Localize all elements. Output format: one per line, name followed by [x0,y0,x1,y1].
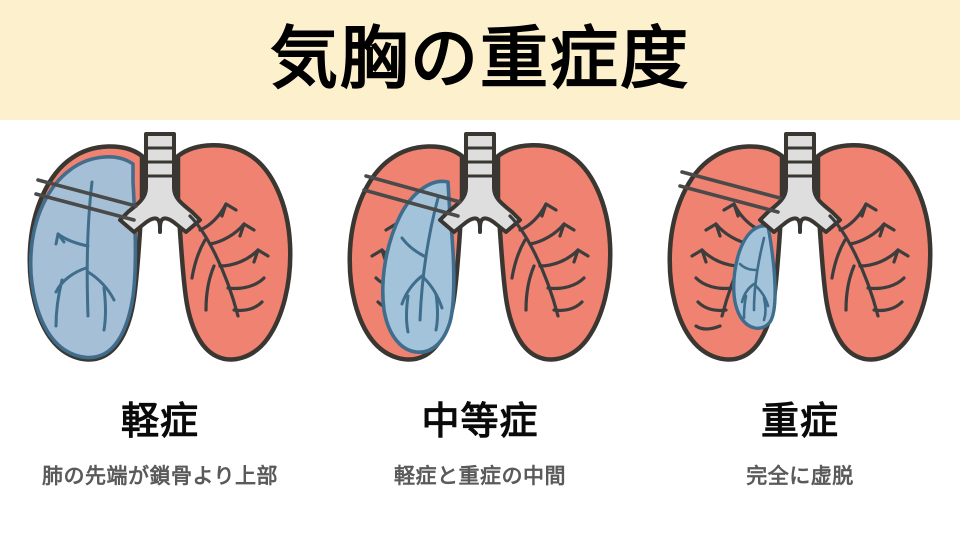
lungs-mild-figure [0,120,320,390]
title-banner: 気胸の重症度 [0,0,960,120]
severity-label-mild: 軽症 [120,399,199,443]
severity-description-severe: 完全に虚脱 [746,464,854,488]
severity-label-severe: 重症 [760,399,839,443]
bronchi-right [188,202,270,318]
trachea [758,132,842,234]
healthy-lung-right [495,143,613,362]
lungs-moderate-figure [320,120,640,390]
healthy-lung-right [815,143,933,362]
severity-panels: 軽症 肺の先端が鎖骨より上部 [0,120,960,540]
lungs-severe-figure [640,120,960,390]
clavicle-lines [34,178,138,222]
bronchi-right [508,202,590,318]
bronchi-collapsed-severe [738,236,770,322]
page-title: 気胸の重症度 [269,20,690,99]
healthy-lung-right [175,143,293,362]
trachea [118,132,202,234]
severity-description-moderate: 軽症と重症の中間 [394,464,566,488]
severity-panel-moderate: 中等症 軽症と重症の中間 [320,120,640,540]
severity-panel-mild: 軽症 肺の先端が鎖骨より上部 [0,120,320,540]
clavicle-lines [678,170,782,214]
trachea [438,132,522,234]
severity-label-moderate: 中等症 [421,399,539,443]
bronchi-right [828,202,910,318]
clavicle-lines [362,174,462,218]
severity-panel-severe: 重症 完全に虚脱 [640,120,960,540]
severity-description-mild: 肺の先端が鎖骨より上部 [41,464,279,488]
